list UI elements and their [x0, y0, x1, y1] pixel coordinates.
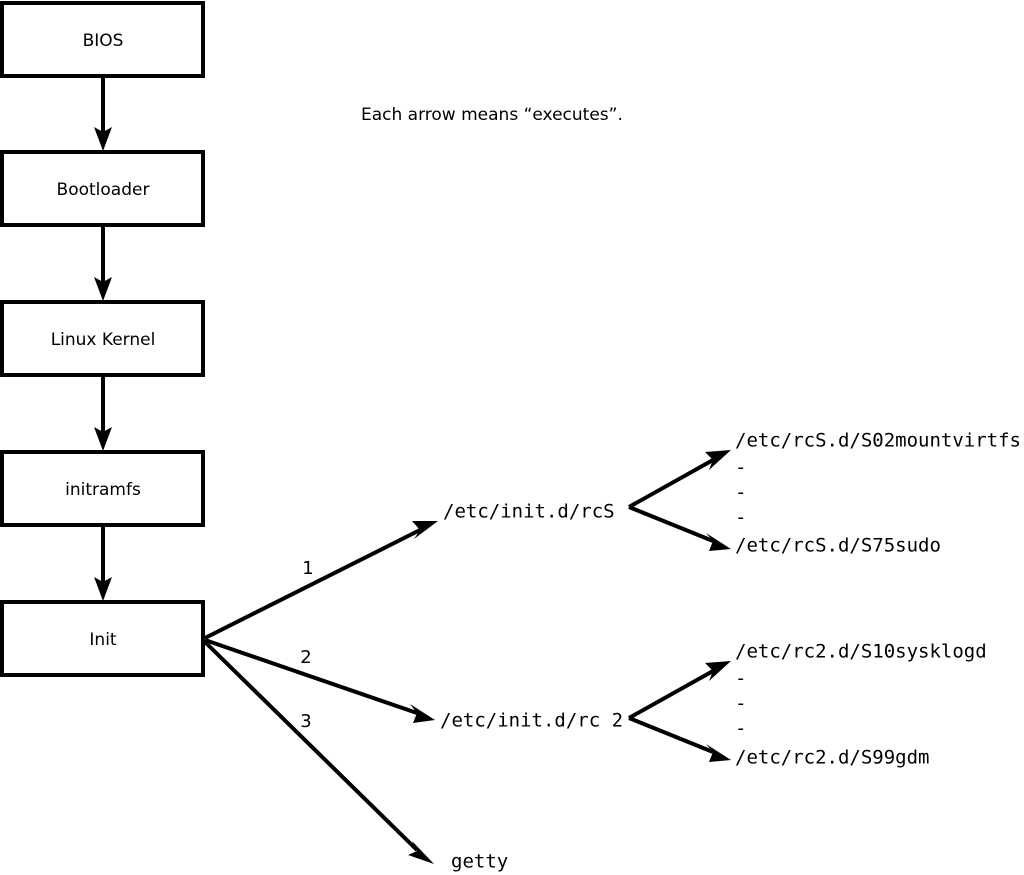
arrow-init-branch-3	[203, 640, 434, 864]
node-linux-kernel-label: Linux Kernel	[51, 330, 156, 350]
arrow-rcs-to-last-script	[628, 505, 731, 551]
rcs-ellipsis-dash-2: -	[735, 482, 746, 504]
arrow-bootloader-to-kernel	[94, 226, 112, 301]
branch-label-getty: getty	[451, 851, 508, 873]
branch-number-1: 1	[302, 558, 313, 579]
node-bootloader-rect[interactable]	[0, 150, 205, 227]
arrow-bios-to-bootloader	[94, 76, 112, 151]
rc2-ellipsis-dash-2: -	[735, 693, 746, 715]
rcs-script-last: /etc/rcS.d/S75sudo	[735, 535, 941, 557]
node-init-label: Init	[89, 630, 117, 650]
arrow-initramfs-to-init	[94, 526, 112, 601]
node-init[interactable]: Init	[0, 600, 205, 677]
arrow-head-icon	[705, 450, 731, 470]
node-bios-rect[interactable]	[0, 1, 205, 78]
arrow-head-icon	[94, 577, 112, 601]
arrow-head-icon	[706, 533, 731, 551]
arrow-head-icon	[94, 427, 112, 451]
diagram-caption: Each arrow means “executes”.	[361, 105, 623, 125]
arrow-head-icon	[706, 744, 731, 762]
arrow-rc2-to-last-script	[628, 716, 731, 762]
arrow-kernel-to-initramfs	[94, 376, 112, 451]
arrow-rc2-to-first-script	[628, 661, 731, 720]
rcs-ellipsis-dash-3: -	[735, 507, 746, 529]
rcs-script-first: /etc/rcS.d/S02mountvirtfs	[735, 430, 1021, 452]
arrow-head-icon	[412, 521, 438, 539]
arrow-head-icon	[94, 127, 112, 151]
node-initramfs[interactable]: initramfs	[0, 450, 205, 527]
arrow-rcs-to-first-script	[628, 450, 731, 509]
rc2-ellipsis-dash-3: -	[735, 718, 746, 740]
arrow-head-icon	[705, 661, 731, 681]
rc2-script-last: /etc/rc2.d/S99gdm	[735, 747, 929, 769]
node-linux-kernel-rect[interactable]	[0, 300, 205, 377]
node-bootloader-label: Bootloader	[57, 180, 150, 200]
node-bios-label: BIOS	[83, 31, 124, 51]
rc2-script-first: /etc/rc2.d/S10sysklogd	[735, 641, 987, 663]
node-initramfs-rect[interactable]	[0, 450, 205, 527]
node-bootloader[interactable]: Bootloader	[0, 150, 205, 227]
node-initramfs-label: initramfs	[65, 480, 141, 500]
branch-label-rcs: /etc/init.d/rcS	[443, 501, 615, 523]
node-init-rect[interactable]	[0, 600, 205, 677]
arrow-init-branch-1	[204, 521, 438, 640]
node-bios[interactable]: BIOS	[0, 1, 205, 78]
arrow-head-icon	[408, 841, 434, 864]
rc2-ellipsis-dash-1: -	[735, 668, 746, 690]
rcs-ellipsis-dash-1: -	[735, 457, 746, 479]
arrow-head-icon	[94, 277, 112, 301]
branch-number-3: 3	[300, 711, 311, 732]
arrow-head-icon	[410, 704, 435, 723]
branch-label-rc2: /etc/init.d/rc 2	[440, 710, 623, 732]
node-linux-kernel[interactable]: Linux Kernel	[0, 300, 205, 377]
branch-number-2: 2	[300, 647, 311, 668]
arrow-init-branch-2	[204, 638, 435, 723]
